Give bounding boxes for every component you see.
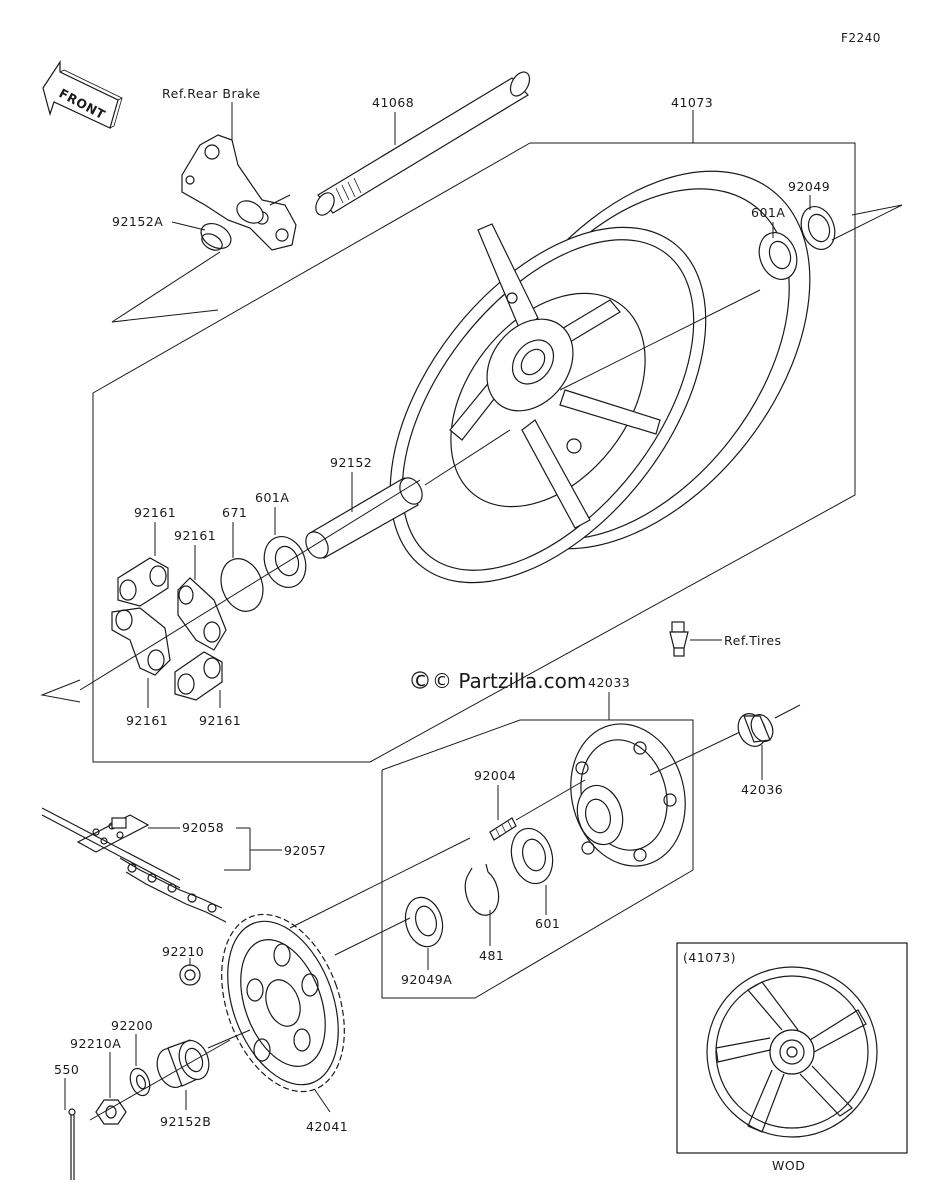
rear-wheel-41073: [389, 170, 811, 584]
inset-caption: WOD: [772, 1158, 805, 1173]
part-41068-label: 41068: [372, 95, 414, 110]
part-550-label: 550: [54, 1062, 79, 1077]
ref-rear-brake-label: Ref.Rear Brake: [162, 86, 261, 101]
castle-nut-92210A: [95, 1099, 127, 1125]
front-arrow-icon: FRONT: [42, 59, 123, 129]
inset-title: (41073): [683, 950, 736, 965]
circlip-481: [464, 863, 500, 916]
part-92049A-label: 92049A: [401, 972, 452, 987]
part-601A-top-label: 601A: [751, 205, 785, 220]
stud-92004: [489, 817, 517, 841]
valve-stem: [669, 621, 689, 657]
nut-92210: [179, 964, 201, 986]
part-92161-c-label: 92161: [126, 713, 168, 728]
collar-92152A: [200, 200, 264, 251]
part-92058-label: 92058: [182, 820, 224, 835]
bearing-601: [510, 827, 554, 885]
rear-brake-bracket: [181, 134, 297, 251]
part-92004-label: 92004: [474, 768, 516, 783]
damper-92161-lower-right: [174, 651, 223, 701]
bearing-601A-top: [758, 232, 798, 280]
part-671-label: 671: [222, 505, 247, 520]
part-92210A-label: 92210A: [70, 1036, 121, 1051]
part-92161-a-label: 92161: [134, 505, 176, 520]
damper-92161-lower-left: [111, 607, 171, 676]
axis-line: [111, 251, 221, 323]
part-92161-d-label: 92161: [199, 713, 241, 728]
part-42036-label: 42036: [741, 782, 783, 797]
inset-box: (41073) WOD: [676, 942, 908, 1173]
collar-42036: [737, 713, 774, 747]
sprocket-42041: [221, 913, 345, 1093]
collar-92152B: [156, 1039, 210, 1088]
part-601-label: 601: [535, 916, 560, 931]
watermark-text: © Partzilla.com: [432, 669, 586, 693]
cotter-pin-550: [68, 1108, 76, 1180]
part-92200-label: 92200: [111, 1018, 153, 1033]
washer-92200: [129, 1067, 151, 1097]
assembly-frame: [92, 142, 856, 763]
sprocket-hub-42033: [570, 723, 686, 867]
part-601A-mid-label: 601A: [255, 490, 289, 505]
bearing-601A-mid: [263, 536, 307, 588]
part-92152B-label: 92152B: [160, 1114, 211, 1129]
o-ring-671: [220, 558, 264, 612]
chain-joint-92058: [76, 814, 150, 853]
part-42033-label: 42033: [588, 675, 630, 690]
part-92057-label: 92057: [284, 843, 326, 858]
damper-92161-upper-right: [177, 577, 227, 651]
part-92161-b-label: 92161: [174, 528, 216, 543]
ref-tires-label: Ref.Tires: [724, 633, 782, 648]
part-92210-label: 92210: [162, 944, 204, 959]
part-42041-label: 42041: [306, 1119, 348, 1134]
axle-41068: [315, 71, 531, 216]
part-41073-label: 41073: [671, 95, 713, 110]
diagram-code: F2240: [841, 31, 881, 45]
svg-text:c: c: [415, 667, 426, 691]
part-92152A-label: 92152A: [112, 214, 163, 229]
damper-92161-upper-left: [117, 557, 169, 607]
part-92049-label: 92049: [788, 179, 830, 194]
part-481-label: 481: [479, 948, 504, 963]
seal-92049: [800, 206, 836, 250]
part-92152-label: 92152: [330, 455, 372, 470]
hub-frame: [381, 719, 694, 999]
seal-92049A: [404, 896, 444, 948]
watermark: c © Partzilla.com: [411, 667, 586, 693]
